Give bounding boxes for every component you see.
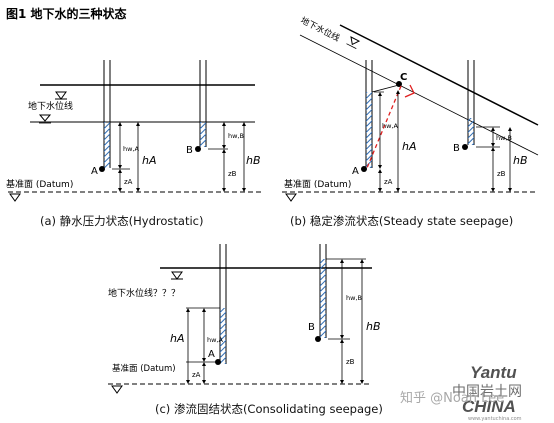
caption-b: (b) 稳定渗流状态(Steady state seepage) (290, 214, 514, 228)
point-a-marker (215, 359, 221, 365)
datum-triangle-icon (285, 193, 297, 202)
flow-path (366, 85, 402, 169)
label-ha: hA (142, 154, 157, 167)
label-hb: hB (513, 154, 528, 167)
point-a-label: A (91, 166, 98, 177)
point-b-label: B (308, 322, 315, 333)
label-za: zA (384, 178, 393, 186)
panel-a: 地下水位线 A B hw,A zA hA hw,B zB hB (6, 60, 262, 202)
caption-a: (a) 静水压力状态(Hydrostatic) (40, 214, 204, 228)
watermark-zhihu: 知乎 @Noah Lee (400, 390, 504, 406)
label-zb: zB (228, 170, 237, 178)
water-table-label-c: 地下水位线？？？ (108, 287, 180, 299)
label-hb: hB (246, 154, 261, 167)
piezometer-b-water (468, 118, 474, 145)
ground-triangle-icon (171, 271, 183, 280)
watermark: Yantu 中国岩土网 CHINA www.yantuchina.com 知乎 … (400, 363, 522, 422)
datum-triangle-icon (111, 385, 123, 394)
water-level-triangle-icon (346, 36, 361, 50)
label-hwb: hw,B (496, 134, 512, 142)
figure-title: 图1 地下水的三种状态 (6, 7, 127, 21)
label-za: zA (192, 371, 201, 379)
piezometer-b-water (320, 259, 326, 338)
label-zb: zB (497, 170, 506, 178)
ground-surface-b (339, 24, 539, 126)
datum-label-a: 基准面 (Datum) (6, 178, 73, 190)
water-table-label-a: 地下水位线 (28, 100, 73, 112)
piezometer-b-water (200, 122, 206, 147)
water-table-label-b: 地下水位线 (299, 15, 342, 44)
label-zb: zB (346, 358, 355, 366)
piezometer-a-water (366, 92, 372, 168)
caption-c: (c) 渗流固结状态(Consolidating seepage) (155, 402, 383, 416)
datum-triangle-icon (9, 193, 21, 202)
point-b-marker (462, 144, 468, 150)
point-b-label: B (453, 143, 460, 154)
piezometer-a-water (104, 122, 110, 168)
point-a-label: A (352, 166, 359, 177)
label-hwa: hw,A (382, 122, 399, 130)
datum-label-b: 基准面 (Datum) (284, 178, 351, 190)
datum-label-c: 基准面 (Datum) (112, 363, 176, 374)
label-ha: hA (402, 140, 417, 153)
label-hwa: hw,A (207, 336, 224, 344)
panel-c: 地下水位线？？？ A B hw,A zA hA hw,B zB hB 基准面 (108, 244, 381, 394)
right-angle-mark (404, 84, 415, 98)
label-hwb: hw,B (346, 294, 362, 302)
point-a-marker (99, 166, 105, 172)
ground-triangle-icon (55, 91, 67, 100)
point-c-label: C (400, 72, 407, 83)
water-level-triangle-icon (38, 114, 52, 124)
watermark-china: CHINA (462, 397, 516, 416)
watermark-site: www.yantuchina.com (468, 416, 522, 422)
label-ha: hA (170, 332, 185, 345)
watermark-cn: 中国岩土网 (452, 384, 522, 400)
piezometer-a-water (220, 308, 226, 364)
point-b-label: B (186, 145, 193, 156)
point-a-label: A (208, 349, 215, 360)
point-b-marker (195, 146, 201, 152)
label-za: zA (124, 178, 133, 186)
point-b-marker (315, 336, 321, 342)
panel-b: 地下水位线 C A B hw,A zA hA (282, 15, 539, 202)
label-hb: hB (366, 320, 381, 333)
label-hwb: hw,B (228, 132, 244, 140)
watermark-brand: Yantu (470, 363, 517, 382)
label-hwa: hw,A (123, 145, 140, 153)
water-table-line-b (299, 34, 539, 156)
point-a-marker (361, 166, 367, 172)
